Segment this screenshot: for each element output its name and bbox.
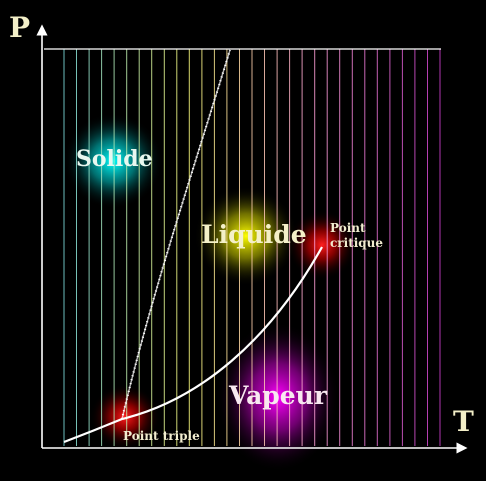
y-axis-label: P	[9, 11, 31, 44]
solid-label: Solide	[76, 146, 153, 172]
region-glows	[63, 113, 357, 472]
vapor-glow	[216, 322, 340, 472]
liquid-glow	[194, 186, 298, 286]
fusion-curve-solid	[121, 49, 231, 420]
triple-point-label: Point triple	[123, 429, 200, 443]
triple-point-glow	[90, 384, 160, 450]
x-axis-label: T	[453, 405, 474, 438]
stripe-lines	[63, 49, 441, 446]
liquid-label: Liquide	[201, 220, 307, 249]
sublimation-curve	[63, 417, 123, 444]
vapor-label: Vapeur	[229, 381, 328, 410]
critical-point-label-line2: critique	[330, 236, 384, 250]
vaporization-curve	[121, 246, 323, 421]
solid-glow	[63, 113, 163, 209]
critical-point-label-line1: Point	[330, 221, 366, 235]
